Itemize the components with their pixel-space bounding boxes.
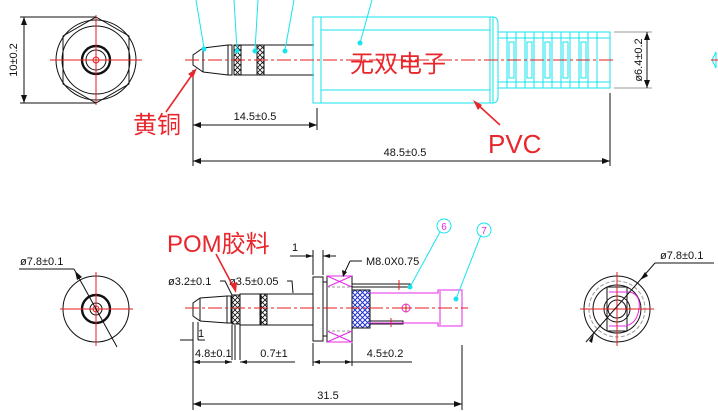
dim-dia-small: ø3.2±0.1 bbox=[168, 276, 211, 288]
brand-text: 无双电子 bbox=[350, 50, 446, 78]
top-plug-side-view bbox=[185, 0, 718, 104]
dim-right-diameter: ø7.8±0.1 bbox=[660, 250, 703, 262]
dim-seg2: 0.7±1 bbox=[260, 348, 287, 360]
dim-bottom-lines bbox=[180, 322, 463, 410]
balloon-7: 7 bbox=[481, 226, 487, 237]
bottom-right-end-view bbox=[580, 262, 714, 346]
top-end-view bbox=[20, 15, 142, 105]
material-pvc-label: PVC bbox=[488, 129, 541, 159]
callout-arrows-top bbox=[165, 68, 501, 126]
dim-tip-ring: 1 bbox=[198, 328, 204, 340]
balloon-6: 6 bbox=[441, 222, 447, 233]
dim-seg3: 4.5±0.2 bbox=[367, 348, 404, 360]
material-pom-label: POM胶料 bbox=[167, 231, 270, 258]
dim-thread: M8.0X0.75 bbox=[366, 256, 419, 268]
bottom-left-end-view bbox=[19, 268, 133, 348]
dim-total: 31.5 bbox=[317, 390, 338, 402]
dim-left-diameter: ø7.8±0.1 bbox=[20, 256, 63, 268]
dim-tail-diameter: ø6.4±0.2 bbox=[633, 38, 645, 81]
material-brass-label: 黄铜 bbox=[133, 111, 181, 139]
dim-length-short: 14.5±0.5 bbox=[234, 111, 277, 123]
dim-length-total: 48.5±0.5 bbox=[384, 147, 427, 159]
dim-length-lines bbox=[192, 70, 611, 166]
dim-dia-large: ø3.5±0.05 bbox=[229, 276, 278, 288]
bottom-plug-side-view bbox=[185, 218, 492, 343]
callout-arrow-pom bbox=[215, 253, 237, 293]
dim-flange-width: 1 bbox=[292, 242, 298, 254]
dim-tail-diameter-lines bbox=[614, 31, 652, 89]
dim-seg1: 4.8±0.1 bbox=[195, 348, 232, 360]
dim-front-height: 10±0.2 bbox=[8, 43, 20, 77]
